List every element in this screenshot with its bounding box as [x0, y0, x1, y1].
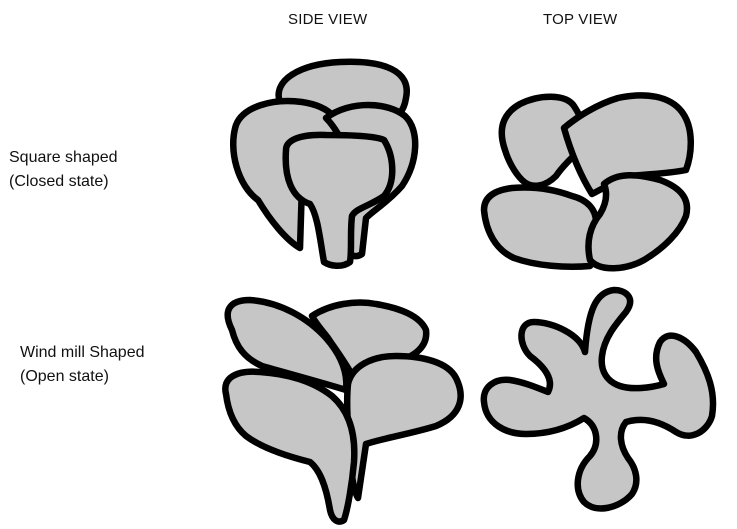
open-side-petal-right	[347, 356, 460, 498]
closed-top-petal-lower-right	[588, 175, 687, 268]
closed-top-view-illustration	[484, 95, 691, 268]
closed-top-petal-lower-left	[484, 187, 598, 266]
open-side-petal-left-stem	[225, 372, 354, 522]
open-top-view-illustration	[484, 290, 713, 508]
open-top-windmill-shape	[484, 290, 713, 508]
closed-side-view-illustration	[233, 62, 415, 266]
open-side-view-illustration	[225, 300, 460, 522]
